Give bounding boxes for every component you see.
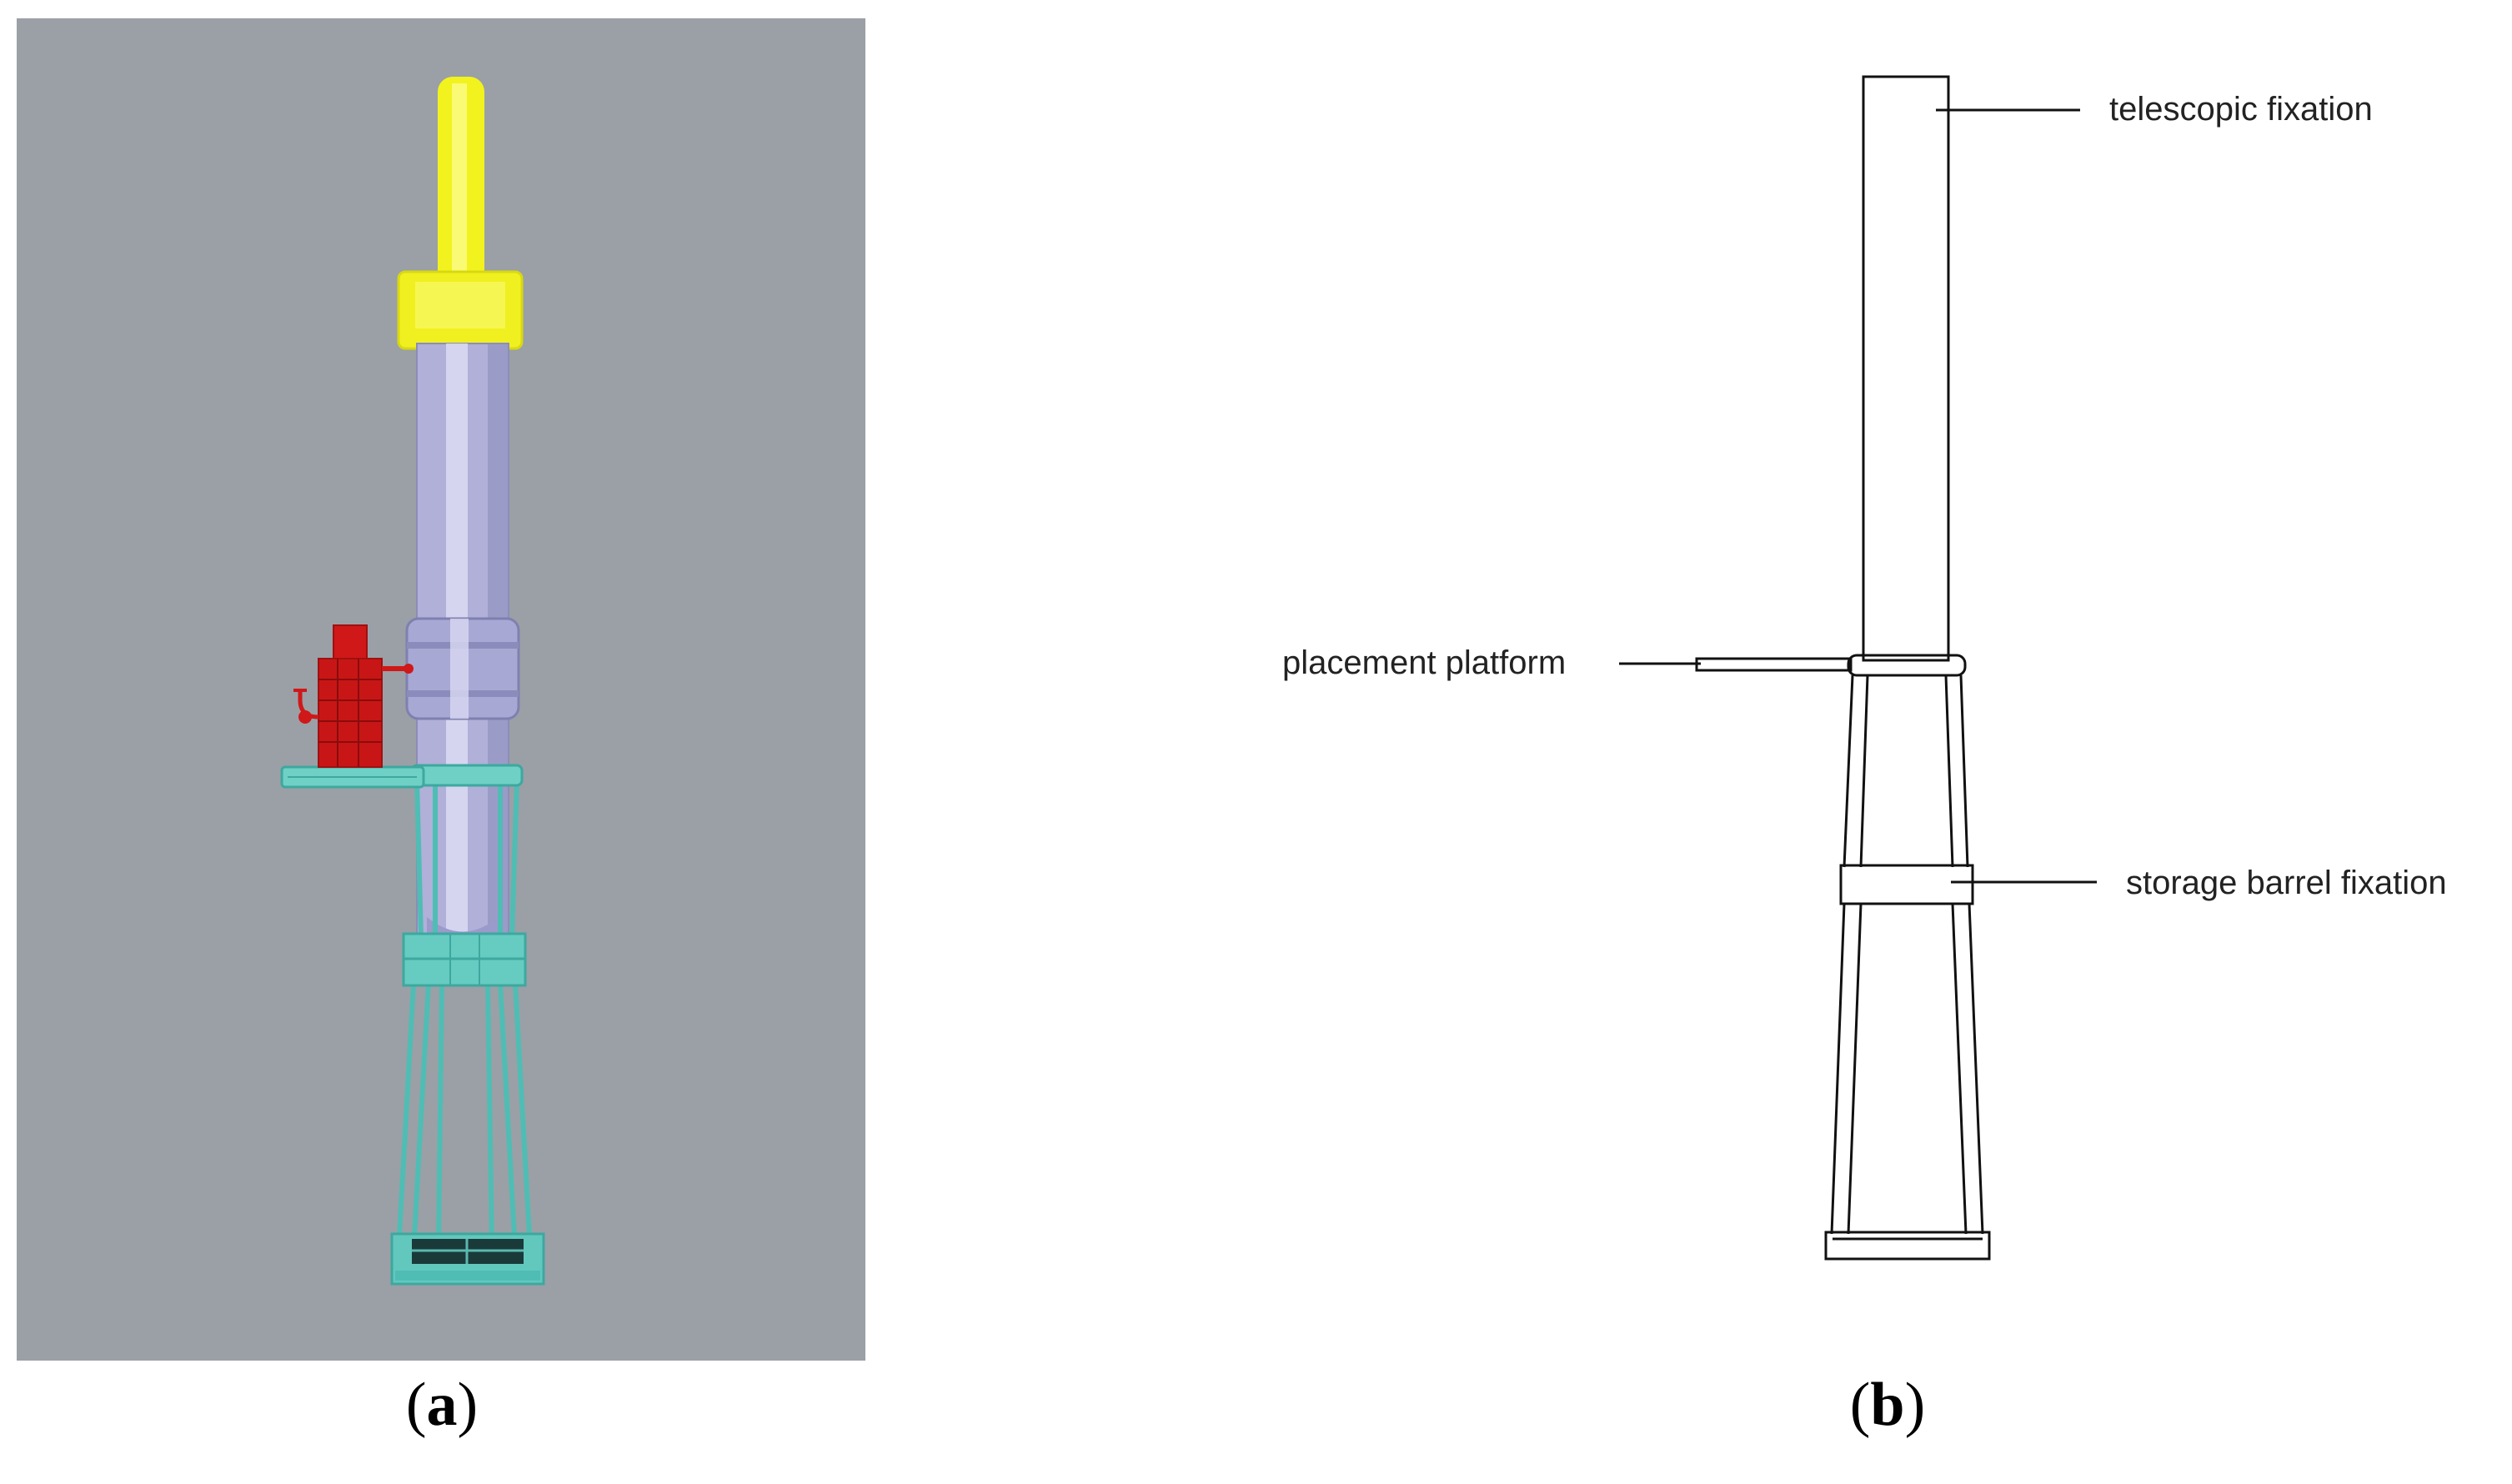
frame-upper-ring	[410, 764, 524, 787]
upper-legs-outline	[1843, 674, 1969, 868]
label-telescopic-fixation: telescopic fixation	[2109, 91, 2373, 128]
storage-barrel-fixation-band	[1839, 864, 1974, 905]
lower-legs-outline	[1830, 903, 1984, 1235]
caption-b-open: (	[1849, 1371, 1871, 1439]
label-placement-platform: placement platform	[1282, 644, 1566, 681]
base-outline	[1824, 1231, 1991, 1261]
label-storage-barrel-fixation: storage barrel fixation	[2126, 865, 2447, 901]
caption-b-close: )	[1904, 1371, 1926, 1439]
telescopic-rod-outline	[1862, 75, 1950, 662]
support-frame	[396, 779, 533, 1251]
caption-b-letter: b	[1870, 1371, 1905, 1439]
caption-b: (b)	[1804, 1374, 1971, 1436]
caption-a-letter: a	[426, 1371, 458, 1439]
caption-a-close: )	[457, 1371, 479, 1439]
panel-b-drawing	[1619, 75, 2097, 1261]
frame-base	[390, 1232, 545, 1286]
panel-a-render	[17, 18, 865, 1361]
frame-middle-band	[402, 932, 527, 987]
hydraulic-jack	[293, 624, 414, 768]
caption-a-open: (	[405, 1371, 427, 1439]
placement-platform-outline	[1695, 657, 1853, 672]
platform-ring-outline	[1847, 654, 1967, 677]
placement-platform-shelf	[280, 765, 425, 789]
caption-a: (a)	[358, 1374, 525, 1436]
telescopic-rod-yellow	[397, 77, 524, 350]
